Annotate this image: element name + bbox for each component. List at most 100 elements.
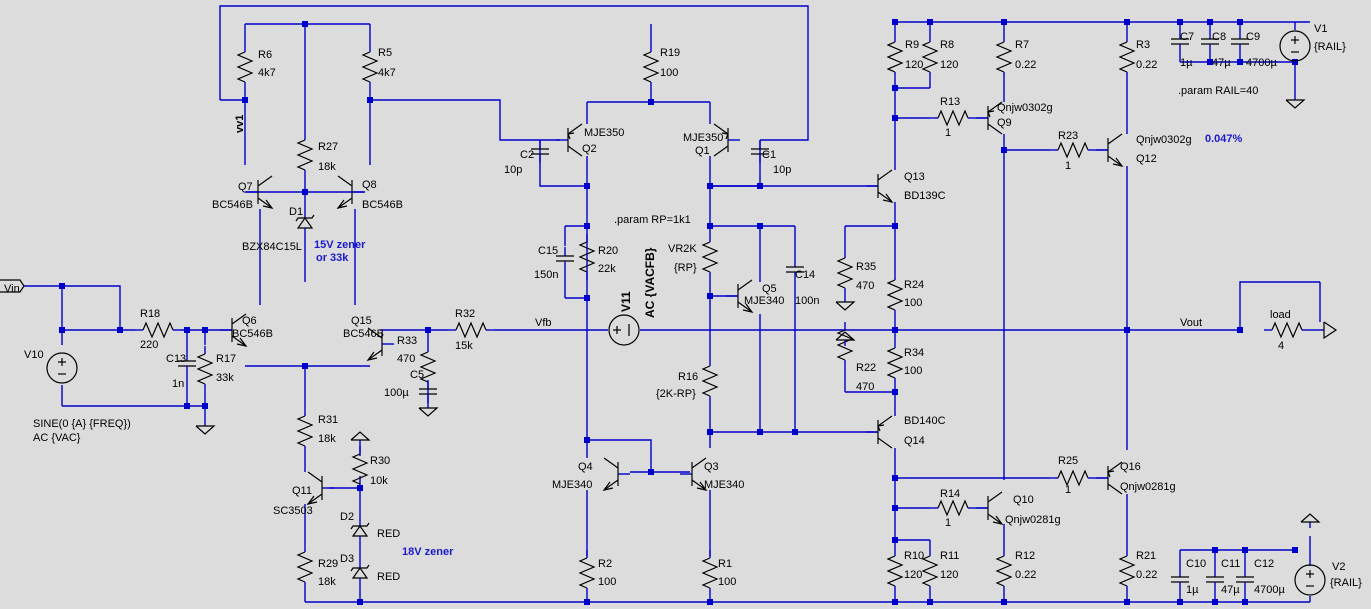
resistor-r12	[996, 547, 1012, 595]
label-r19-name: R19	[660, 47, 680, 59]
label-q4-model: MJE340	[552, 479, 592, 491]
label-q9-name: Q9	[997, 117, 1012, 129]
note-zener-18v: 18V zener	[402, 546, 454, 558]
label-r19-value: 100	[660, 67, 678, 79]
label-c8-value: 47µ	[1212, 57, 1231, 69]
label-r2-value: 100	[598, 576, 616, 588]
transistor-q2	[555, 123, 583, 157]
label-q10-model: Qnjw0281g	[1005, 514, 1061, 526]
label-r3-value: 0.22	[1136, 59, 1157, 71]
label-d1-model: BZX84C15L	[242, 241, 302, 253]
label-r30-name: R30	[370, 455, 390, 467]
label-d1-name: D1	[289, 206, 303, 218]
label-c2-name: C2	[520, 149, 534, 161]
label-v11-value: AC {VACFB}	[643, 247, 657, 318]
label-v10-ac: AC {VAC}	[33, 432, 81, 444]
junction-dots	[59, 19, 1298, 605]
label-q8-model: BC546B	[362, 199, 403, 211]
transistor-q12	[1095, 133, 1123, 167]
label-c13-value: 1n	[172, 378, 184, 390]
resistor-r1	[702, 549, 718, 597]
label-r10-name: R10	[904, 550, 924, 562]
label-r11-value: 120	[940, 569, 958, 581]
label-r18-name: R18	[140, 308, 160, 320]
label-r35-value: 470	[856, 280, 874, 292]
label-r13-value: 1	[945, 127, 951, 139]
ground-symbol	[350, 431, 370, 447]
label-v2-value: {RAIL}	[1330, 577, 1362, 589]
note-zener-15v: 15V zener	[314, 239, 366, 251]
label-c9-value: 4700µ	[1246, 57, 1277, 69]
net-label-vfb: Vfb	[535, 317, 552, 329]
transistor-q16	[1095, 461, 1123, 495]
label-r6-name: R6	[258, 49, 272, 61]
voltage-source-v10	[46, 352, 78, 384]
resistor-r25	[1049, 470, 1097, 486]
label-r34-value: 100	[904, 365, 922, 377]
labels: R6 4k7 R5 4k7 R19 100 R9 120 R8 120 R7 0…	[0, 23, 1362, 596]
label-r6-value: 4k7	[258, 67, 276, 79]
label-r31-name: R31	[318, 414, 338, 426]
label-r32-value: 15k	[455, 340, 473, 352]
resistor-r35	[837, 249, 853, 297]
label-c5-name: C5	[410, 369, 424, 381]
resistor-r6	[237, 43, 253, 91]
resistor-r11	[922, 547, 938, 595]
label-c7-name: C7	[1180, 31, 1194, 43]
label-r1-value: 100	[718, 576, 736, 588]
label-r30-value: 10k	[370, 475, 388, 487]
label-v10-sine: SINE(0 {A} {FREQ})	[33, 418, 131, 430]
label-q8-name: Q8	[362, 179, 377, 191]
label-q15-model: BC546B	[343, 328, 384, 340]
label-q7-name: Q7	[238, 181, 253, 193]
label-q12-model: Qnjw0302g	[1136, 134, 1192, 146]
resistor-r29	[297, 543, 313, 591]
resistor-r32	[447, 322, 495, 338]
resistor-r27	[297, 131, 313, 179]
label-r14-value: 1	[945, 517, 951, 529]
label-r9-name: R9	[905, 39, 919, 51]
transistor-q10	[975, 491, 1003, 525]
resistor-r18	[134, 322, 182, 338]
label-c9-name: C9	[1246, 31, 1260, 43]
label-r22-value: 470	[856, 381, 874, 393]
label-q10-name: Q10	[1013, 494, 1034, 506]
label-r23-name: R23	[1058, 130, 1078, 142]
label-d3-model: RED	[377, 571, 400, 583]
resistor-r24	[887, 271, 903, 319]
label-d2-model: RED	[377, 528, 400, 540]
label-r27-name: R27	[318, 141, 338, 153]
label-r29-name: R29	[318, 558, 338, 570]
zener-d2	[350, 519, 370, 543]
resistor-r13	[929, 110, 977, 126]
label-c10-name: C10	[1186, 558, 1206, 570]
label-r25-value: 1	[1065, 484, 1071, 496]
label-r17-value: 33k	[216, 372, 234, 384]
wires	[24, 5, 1324, 603]
label-r5-value: 4k7	[378, 67, 396, 79]
label-c14-name: C14	[795, 269, 815, 281]
note-percent: 0.047%	[1205, 133, 1243, 145]
label-c10-value: 1µ	[1186, 584, 1199, 596]
label-r5-name: R5	[378, 47, 392, 59]
label-r10-value: 120	[904, 569, 922, 581]
label-q13-name: Q13	[904, 171, 925, 183]
label-q2-model: MJE350	[584, 127, 624, 139]
transistor-q3	[679, 457, 707, 491]
label-r24-value: 100	[904, 297, 922, 309]
label-q9-model: Qnjw0302g	[997, 102, 1053, 114]
label-r16-name: R16	[678, 371, 698, 383]
label-r27-value: 18k	[318, 161, 336, 173]
label-r31-value: 18k	[318, 433, 336, 445]
label-v1-value: {RAIL}	[1314, 41, 1346, 53]
label-r13-name: R13	[940, 96, 960, 108]
label-c14-value: 100n	[795, 295, 819, 307]
param-rp: .param RP=1k1	[614, 214, 691, 226]
label-q13-model: BD139C	[904, 190, 946, 202]
label-r12-value: 0.22	[1015, 569, 1036, 581]
label-r1-name: R1	[718, 558, 732, 570]
label-r7-value: 0.22	[1015, 59, 1036, 71]
label-r18-value: 220	[140, 339, 158, 351]
label-q3-name: Q3	[704, 461, 719, 473]
label-q1-name: Q1	[695, 145, 710, 157]
